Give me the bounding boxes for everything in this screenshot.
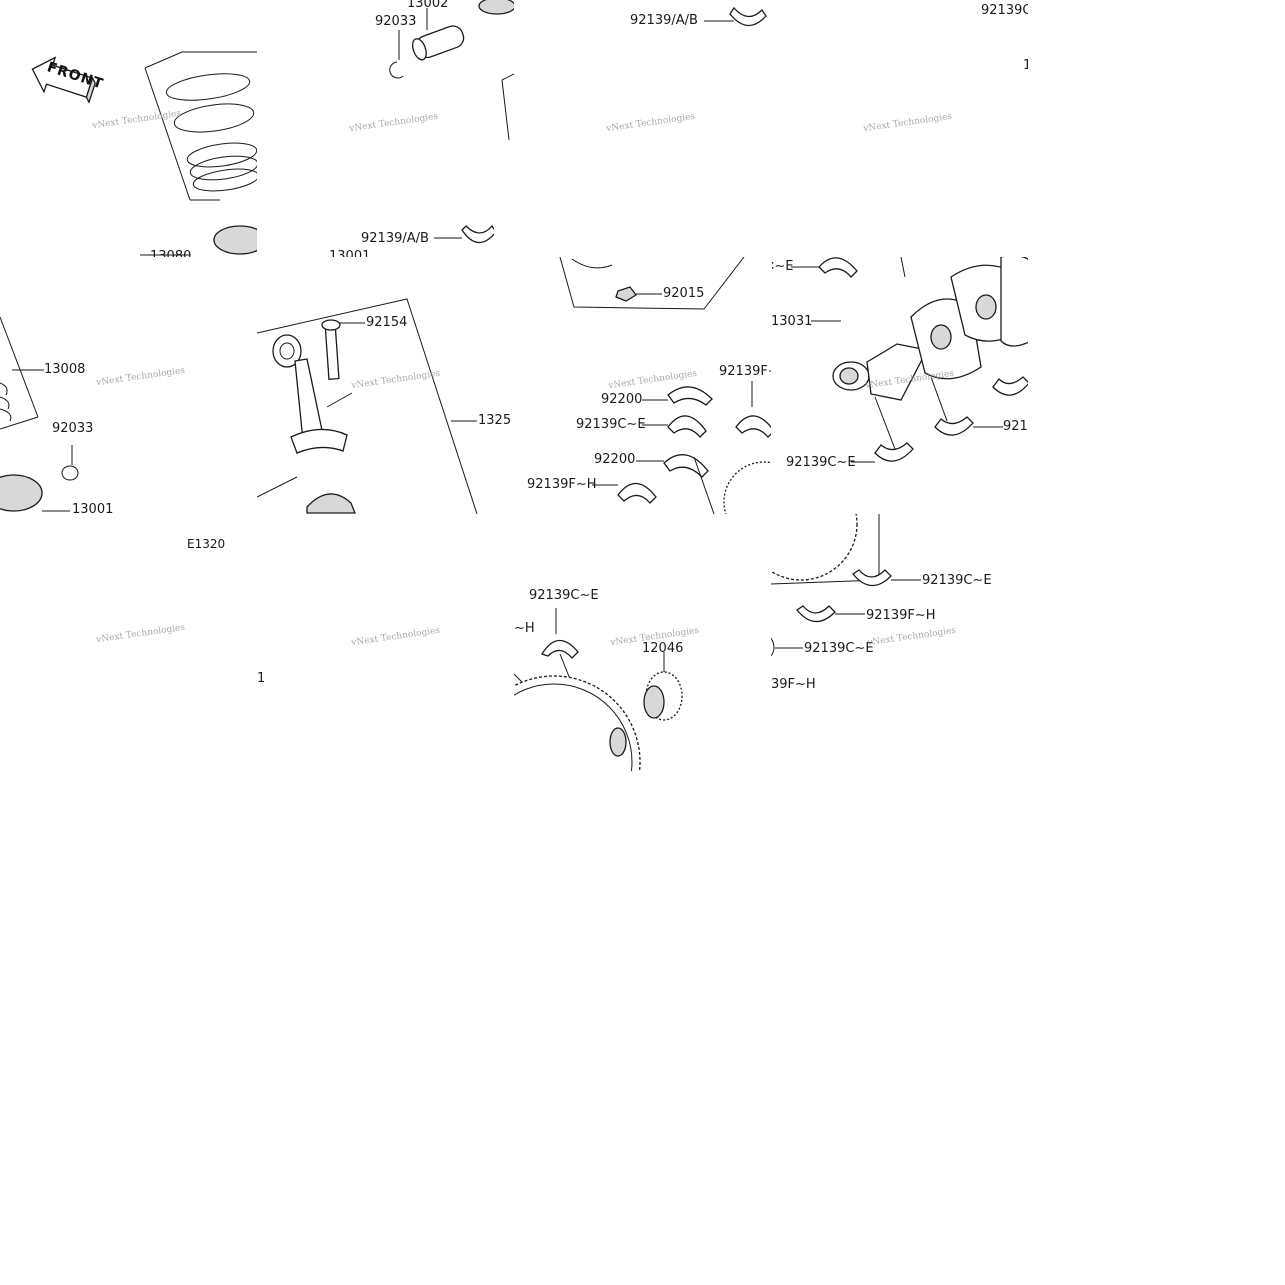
tile-main-bearings: 92015 92139F∼ 92200 92139C∼E 92200 92139… — [514, 257, 771, 514]
diagram-code: E1320 — [187, 537, 226, 551]
tile-rod-bearings: 92139/A/B vNext Technologies — [514, 0, 771, 257]
label-13001-left: 13001 — [72, 502, 114, 515]
label-92154: 92154 — [366, 315, 408, 330]
label-92139ab-mid: 92139/A/B — [361, 231, 429, 246]
label-92139ce-e: 92139C∼E — [804, 641, 874, 656]
label-92139c-topright: 92139C — [981, 3, 1028, 18]
piston-assembly-drawing — [0, 316, 79, 512]
label-39fh: 39F∼H — [771, 677, 816, 692]
label-92139ce-d: 92139C∼E — [922, 573, 992, 588]
label-92139f-a: 92139F∼ — [719, 364, 771, 379]
watermark: vNext Technologies — [350, 625, 441, 649]
main-bearings-drawing — [559, 257, 771, 514]
label-92200-b: 92200 — [594, 452, 636, 467]
label-92139fh-b: 92139F∼H — [866, 608, 936, 623]
label-92139ab-top: 92139/A/B — [630, 13, 698, 28]
label-92033-left: 92033 — [52, 421, 94, 436]
label-1325: 1325 — [478, 413, 512, 428]
tile-blank: 1 vNext Technologies — [257, 514, 514, 771]
tile-piston-rings: 13080 FRONT vNext Technologies — [0, 0, 257, 257]
label-1-topright: 1 — [1023, 58, 1028, 73]
piston-pin-drawing — [389, 0, 514, 141]
label-921-trunc: 921 — [1003, 419, 1028, 434]
label-13008: 13008 — [44, 362, 86, 377]
tile-gear: 92139C∼E ∼H 12046 vNext Technologies — [514, 514, 771, 771]
label-1-left: 1 — [257, 671, 266, 686]
label-13031: 13031 — [771, 314, 813, 329]
front-arrow-icon — [31, 56, 96, 104]
tile-bottom-bearings: 92139C∼E 92139F∼H 92139C∼E 39F∼H vNext T… — [771, 514, 1028, 771]
label-h: ∼H — [514, 621, 535, 636]
bottom-bearings-drawing — [771, 514, 921, 657]
label-92139ce-a: ∶∼E — [771, 259, 794, 274]
label-13002: 13002 — [407, 0, 449, 11]
label-92139ce-c: 92139C∼E — [786, 455, 856, 470]
label-92033-top: 92033 — [375, 14, 417, 29]
crankshaft-drawing — [791, 257, 1028, 463]
label-13001-trunc: 13001 — [329, 249, 371, 258]
watermark: vNext Technologies — [862, 111, 953, 135]
tile-crankshaft: ∶∼E 13031 92139C∼E 921 vNext Technologie… — [771, 257, 1028, 514]
tile-piston-assembly: 13008 92033 13001 vNext Technologies — [0, 257, 257, 514]
label-12046: 12046 — [642, 641, 684, 656]
label-13080: 13080 — [150, 249, 192, 258]
gear-drawing — [514, 608, 683, 771]
label-92015: 92015 — [663, 286, 705, 301]
tile-piston-pin: 13002 92033 13001 vNext Technologies — [257, 0, 514, 257]
label-92139ce-f: 92139C∼E — [529, 588, 599, 603]
watermark: vNext Technologies — [95, 622, 186, 646]
tile-code: E1320 vNext Technologies — [0, 514, 257, 771]
tile-connecting-rod: 92154 1325 vNext Technologies — [257, 257, 514, 514]
tile-top-right: 92139C 1 vNext Technologies — [771, 0, 1028, 257]
label-92139ce-b: 92139C∼E — [576, 417, 646, 432]
label-92200-a: 92200 — [601, 392, 643, 407]
piston-rings-drawing — [31, 51, 257, 256]
rod-bearing-mid-icon — [434, 224, 494, 244]
rod-bearings-drawing — [514, 6, 767, 240]
connecting-rod-drawing — [257, 298, 478, 514]
label-92139fh-a: 92139F∼H — [527, 477, 597, 492]
